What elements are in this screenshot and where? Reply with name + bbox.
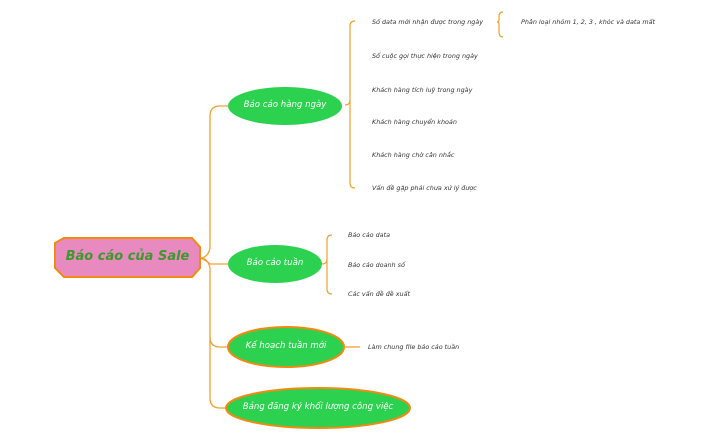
brace-weekly [321,234,333,295]
branch-node-daily-shape [228,87,342,125]
leaf-plan-shared-file: Làm chung file báo cáo tuần [368,343,460,351]
leaf-daily-calls: Số cuộc gọi thực hiện trong ngày [372,52,478,60]
connector-root-register [209,337,228,409]
branch-label-register[interactable]: Bảng đăng ký khối lượng công việc [242,402,394,412]
branch-node-register-shape [225,387,411,429]
connector-root-daily [199,105,228,259]
leaf-daily-accumulated: Khách hàng tích luỹ trong ngày [372,86,473,94]
branch-label-daily[interactable]: Báo cáo hàng ngày [243,100,327,110]
leaf-weekly-proposals: Các vấn đề đề xuất [348,290,410,298]
branch-label-weekly[interactable]: Báo cáo tuần [246,258,304,268]
brace-detail [496,11,504,38]
leaf-weekly-revenue: Báo cáo doanh số [348,261,405,269]
branch-node-weekly-shape [228,245,322,283]
branch-label-plan[interactable]: Kế hoạch tuần mới [245,341,327,351]
leaf-weekly-data: Báo cáo data [348,231,391,239]
leaf-daily-new-data-detail: Phân loại nhóm 1, 2, 3 , khóc và data mấ… [521,18,656,26]
root-label: Báo cáo của Sale [65,249,190,264]
leaf-daily-new-data: Số data mới nhận được trong ngày [372,18,484,26]
connector-root-plan [199,257,228,348]
root-node-shape [54,237,201,278]
root-connectors [199,105,228,409]
branch-node-plan-shape [227,326,345,368]
leaf-daily-considering: Khách hàng chờ cân nhắc [372,151,455,159]
brace-daily [344,20,356,189]
leaf-daily-unresolved: Vấn đề gặp phải chưa xử lý được [372,184,477,192]
leaf-daily-transfer: Khách hàng chuyển khoản [372,118,457,126]
